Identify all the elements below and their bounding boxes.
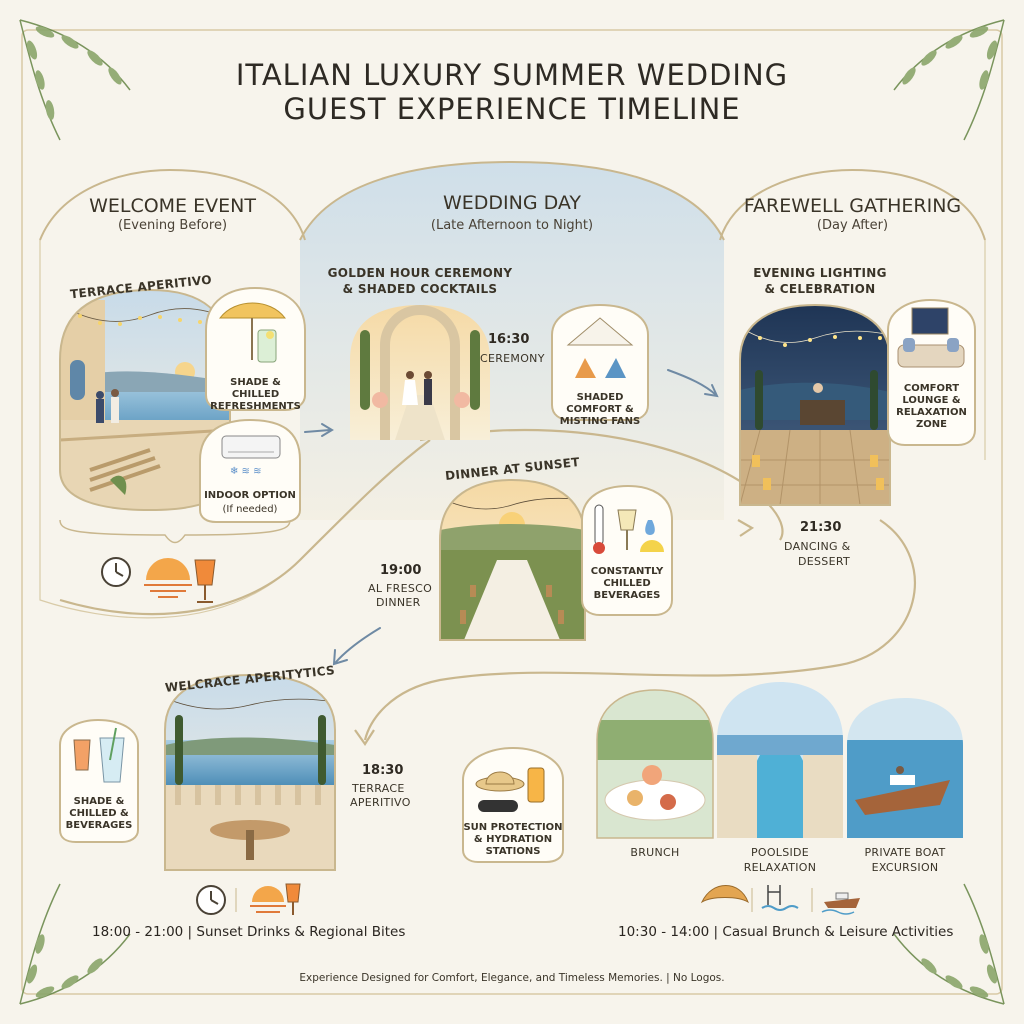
farewell-schedule: 10:30 - 14:00 | Casual Brunch & Leisure …	[618, 924, 954, 940]
indoor-option-label: INDOOR OPTION	[204, 490, 296, 501]
pool-illustration	[717, 682, 843, 838]
chilled-beverages-illustration	[581, 484, 673, 616]
svg-text:❄ ≋ ≋: ❄ ≋ ≋	[230, 466, 262, 477]
welcome-arch	[39, 168, 306, 241]
farewell-caption-1: EVENING LIGHTING	[753, 266, 887, 280]
farewell-arch	[719, 168, 986, 241]
dinner-desc-1: AL FRESCO	[368, 582, 433, 595]
shade-refreshments-illustration	[205, 286, 306, 411]
sunset-icon-bottom	[250, 886, 286, 913]
clock-icon	[101, 557, 131, 587]
dinner-time: 19:00	[380, 563, 422, 578]
terrace-desc-2: APERITIVO	[350, 796, 411, 809]
dinner-desc-2: DINNER	[376, 596, 421, 609]
chilled-beverages-label: CONSTANTLY CHILLED BEVERAGES	[590, 566, 664, 601]
flow-path	[59, 439, 431, 616]
boat-icon	[821, 892, 860, 915]
welcome-title: WELCOME EVENT	[89, 195, 256, 217]
dinner-illustration	[439, 478, 586, 641]
shade-refreshments-label: SHADE & CHILLED REFRESHMENTS	[210, 377, 301, 412]
farewell-caption-2: & CELEBRATION	[764, 282, 876, 296]
sun-protection-illustration	[462, 746, 564, 863]
boat-illustration	[847, 698, 963, 838]
croissant-icon	[700, 885, 749, 904]
terrace-shade-label: SHADE & CHILLED & BEVERAGES	[65, 796, 133, 831]
terrace-desc-1: TERRACE	[352, 782, 405, 795]
page-title-line2: GUEST EXPERIENCE TIMELINE	[283, 92, 741, 126]
boat-label-1: PRIVATE BOAT	[864, 846, 946, 859]
page-title-line1: ITALIAN LUXURY SUMMER WEDDING	[235, 58, 789, 92]
dance-desc-1: DANCING &	[784, 540, 851, 553]
terrace-time: 18:30	[362, 763, 404, 778]
shaded-comfort-label: SHADED COMFORT & MISTING FANS	[559, 392, 641, 427]
terrace-shade-illustration	[59, 718, 139, 843]
ceremony-time: 16:30	[488, 332, 530, 347]
shaded-comfort-illustration	[551, 303, 649, 421]
sun-protection-label: SUN PROTECTION & HYDRATION STATIONS	[463, 822, 563, 857]
outer-frame	[21, 29, 1003, 995]
pool-ladder-icon	[761, 885, 799, 911]
spritz-icon-bottom	[285, 883, 301, 915]
arrows	[304, 369, 719, 666]
terrace-aperitivo-illustration	[164, 673, 336, 871]
indoor-option-sub: (If needed)	[222, 504, 278, 515]
dance-time: 21:30	[800, 520, 842, 535]
brunch-label: BRUNCH	[630, 846, 680, 859]
wedding-subtitle: (Late Afternoon to Night)	[430, 218, 594, 233]
comfort-lounge-illustration	[887, 298, 976, 446]
welcome-subtitle: (Evening Before)	[117, 218, 228, 233]
brunch-illustration	[596, 689, 714, 839]
ceremony-desc: CEREMONY	[480, 352, 545, 365]
farewell-subtitle: (Day After)	[816, 218, 889, 233]
spritz-icon	[194, 559, 216, 603]
clock-icon-bottom	[196, 885, 226, 915]
corner-leaves	[19, 19, 1005, 1005]
ceremony-caption-1: GOLDEN HOUR CEREMONY	[327, 266, 513, 280]
welcome-schedule: 18:00 - 21:00 | Sunset Drinks & Regional…	[92, 924, 406, 940]
pool-label-2: RELAXATION	[743, 861, 817, 874]
ceremony-caption-2: & SHADED COCKTAILS	[342, 282, 498, 296]
pool-label-1: POOLSIDE	[750, 846, 810, 859]
evening-lighting-illustration	[739, 303, 891, 506]
footer-note: Experience Designed for Comfort, Eleganc…	[299, 972, 725, 984]
indoor-option-illustration: ❄ ≋ ≋	[199, 418, 301, 523]
wedding-title: WEDDING DAY	[442, 192, 582, 214]
comfort-lounge-label: COMFORT LOUNGE & RELAXATION ZONE	[896, 383, 967, 430]
boat-label-2: EXCURSION	[871, 861, 939, 874]
farewell-title: FAREWELL GATHERING	[743, 195, 962, 217]
dance-desc-2: DESSERT	[798, 555, 850, 568]
ceremony-illustration	[350, 305, 490, 440]
sunset-icon	[144, 558, 192, 598]
